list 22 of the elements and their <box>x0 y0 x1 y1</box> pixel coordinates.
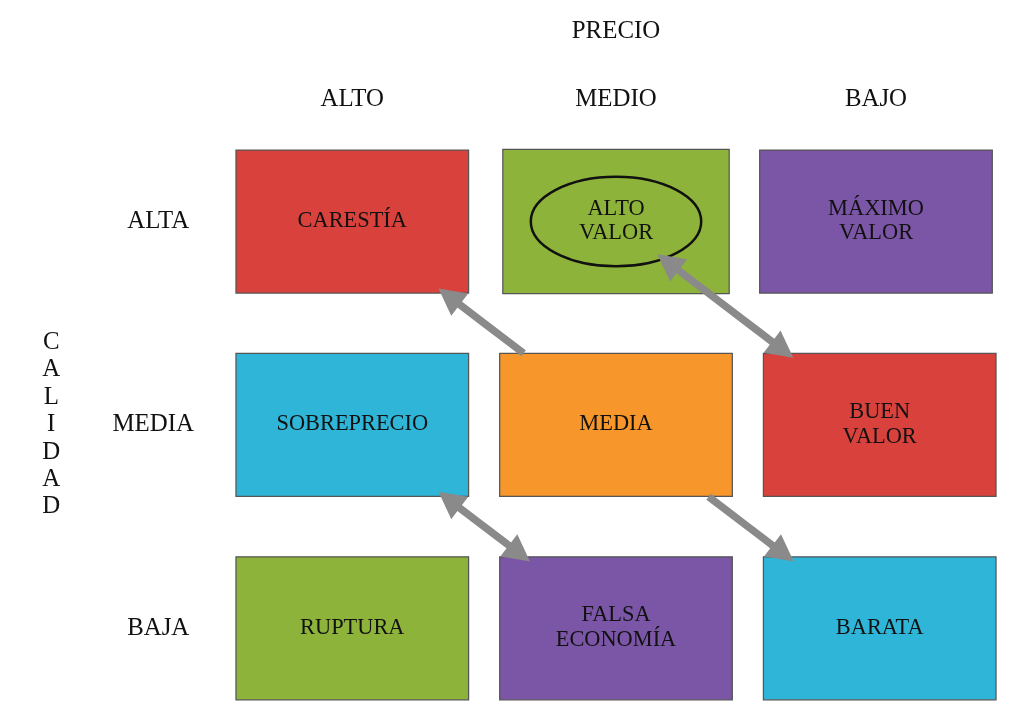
label: MEDIA <box>112 409 194 437</box>
node-box: MEDIA <box>499 352 733 498</box>
arrow <box>438 491 530 562</box>
node-box: MÁXIMO VALOR <box>759 149 993 294</box>
label: PRECIO <box>571 16 661 44</box>
node-box: BARATA <box>762 556 997 701</box>
label: ALTO <box>320 84 385 112</box>
node-box: SOBREPRECIO <box>235 352 470 498</box>
label: CALIDAD <box>42 327 61 519</box>
node-box: CARESTÍA <box>235 149 470 294</box>
cluster <box>502 148 730 295</box>
label: BAJA <box>127 612 190 640</box>
node-box: FALSA ECONOMÍA <box>499 556 733 701</box>
arrow <box>657 254 794 358</box>
arrow <box>438 288 526 357</box>
label: BAJO <box>844 84 908 112</box>
node-box: BUEN VALOR <box>762 352 997 498</box>
node-box: RUPTURA <box>235 556 470 701</box>
label: ALTA <box>127 205 190 233</box>
label: MEDIO <box>575 84 657 112</box>
node-ellipse: ALTO VALOR <box>529 175 703 268</box>
arrow <box>706 493 794 562</box>
